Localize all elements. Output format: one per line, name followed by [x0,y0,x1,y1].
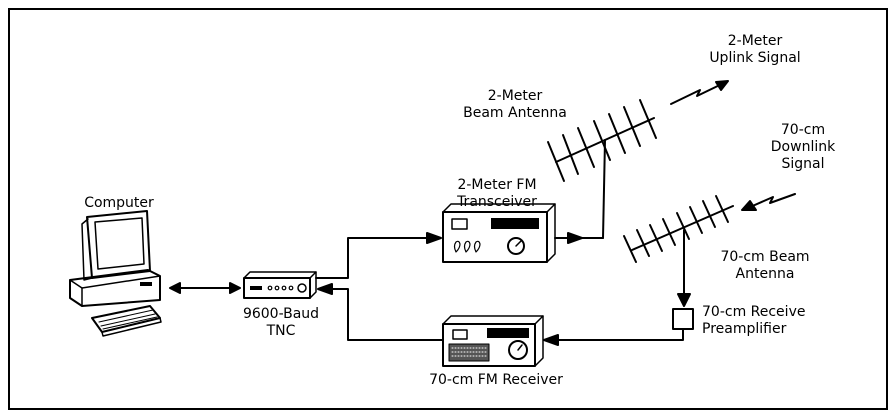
downlink-signal-label: 70-cm Downlink Signal [770,122,836,172]
computer-icon [69,210,162,337]
beam-antenna-2m-label: 2-Meter Beam Antenna [463,88,567,121]
tnc-to-transceiver-link [315,237,431,279]
diagram-frame [8,8,888,410]
receiver-label: 70-cm FM Receiver [429,372,563,388]
receiver-device-icon [442,315,544,367]
preamp-to-receiver-link [544,328,684,341]
preamp-device-icon [672,308,694,330]
beam-antenna-70cm-icon [623,195,734,299]
beam-antenna-70cm-label: 70-cm Beam Antenna [720,249,810,282]
beam-antenna-2m-icon [547,99,657,239]
transceiver-device-icon [442,203,556,263]
downlink-signal-icon [741,193,796,211]
computer-label: Computer [84,195,154,211]
tnc-device-icon [243,271,317,299]
tnc-label: 9600-Baud TNC [242,306,320,339]
transceiver-label: 2-Meter FM Transceiver [457,177,537,210]
preamp-label: 70-cm Receive Preamplifier [702,304,806,337]
uplink-signal-label: 2-Meter Uplink Signal [709,33,801,66]
uplink-signal-icon [670,80,729,105]
connections [169,232,691,346]
receiver-to-tnc-link [329,288,444,341]
